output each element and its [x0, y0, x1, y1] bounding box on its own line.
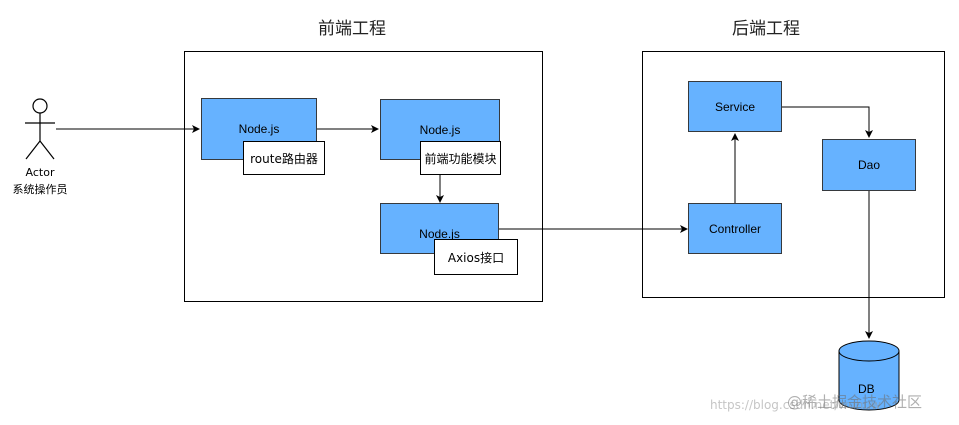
frontend-title: 前端工程 — [318, 19, 386, 39]
actor-name: Actor — [25, 166, 55, 179]
node3-label: Node.js — [419, 227, 460, 241]
db-label: DB — [858, 382, 875, 396]
db-cylinder-icon — [838, 340, 900, 411]
node3-sublabel: Axios接口 — [434, 239, 518, 275]
dao-box[interactable]: Dao — [822, 139, 916, 191]
controller-label: Controller — [708, 221, 762, 236]
watermark-url: https://blog.csdn.net/wuhuw — [710, 398, 881, 412]
node2-label: Node.js — [419, 123, 461, 137]
watermark-brand: @稀土掘金技术社区 — [787, 393, 923, 411]
actor-figure-icon — [25, 98, 55, 160]
arrow-service-to-dao — [782, 106, 873, 138]
node2-sublabel: 前端功能模块 — [420, 141, 501, 175]
node1-label: Node.js — [238, 122, 280, 136]
service-box[interactable]: Service — [688, 81, 782, 132]
backend-title: 后端工程 — [732, 19, 800, 39]
dao-label: Dao — [857, 158, 880, 172]
service-label: Service — [714, 99, 755, 114]
controller-box[interactable]: Controller — [688, 203, 782, 254]
node1-sublabel: route路由器 — [243, 141, 325, 175]
actor-role: 系统操作员 — [12, 183, 68, 196]
